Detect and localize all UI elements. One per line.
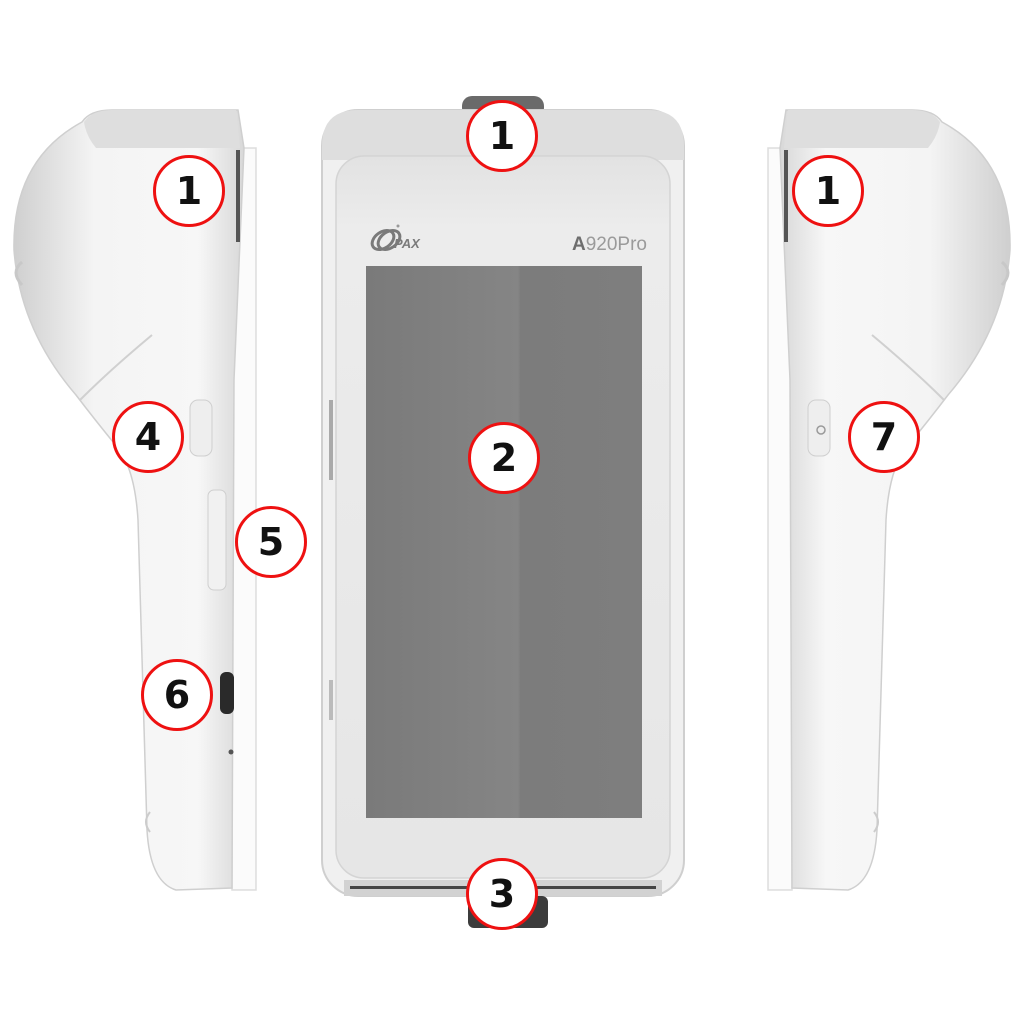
callout-7-button: 7 bbox=[848, 401, 920, 473]
pax-logo-icon bbox=[370, 224, 402, 252]
front-view bbox=[321, 96, 685, 928]
callout-1-left: 1 bbox=[153, 155, 225, 227]
callout-4-button: 4 bbox=[112, 401, 184, 473]
callout-1-right: 1 bbox=[792, 155, 864, 227]
model-label: A920Pro bbox=[572, 234, 647, 256]
callout-5-side: 5 bbox=[235, 506, 307, 578]
model-prefix: A bbox=[572, 234, 586, 255]
model-suffix: 920Pro bbox=[585, 234, 648, 255]
callout-3-bottom: 3 bbox=[466, 858, 538, 930]
callout-6-port: 6 bbox=[141, 659, 213, 731]
callout-1-top: 1 bbox=[466, 100, 538, 172]
callout-2-screen: 2 bbox=[468, 422, 540, 494]
right-side-view bbox=[767, 109, 1011, 891]
left-side-view bbox=[13, 109, 257, 891]
brand-label: PAX bbox=[394, 236, 420, 251]
